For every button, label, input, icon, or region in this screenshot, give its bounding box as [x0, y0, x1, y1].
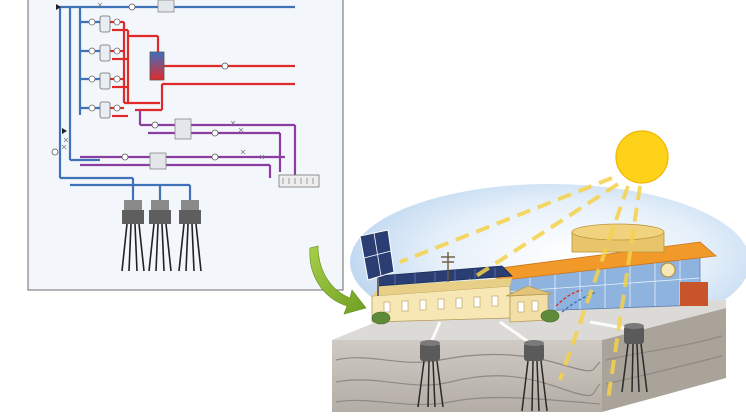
utility-pole	[441, 252, 455, 282]
hall-brick-wall	[680, 282, 708, 306]
building-windows	[383, 295, 539, 313]
cold-supply-lines	[58, 5, 295, 200]
shrubs	[371, 309, 560, 325]
rooftop-solar-panels	[394, 268, 496, 286]
heat-pump-2	[99, 44, 111, 62]
light-ray-4	[606, 185, 642, 401]
light-ray-1	[399, 176, 613, 264]
heat-pump-1	[99, 15, 111, 33]
light-ray-3	[558, 185, 630, 381]
heat-exchangers	[149, 0, 192, 170]
light-rays	[399, 176, 642, 401]
heat-pump-units	[88, 15, 121, 119]
scene-borehole-probes	[417, 323, 648, 412]
light-ray-2	[468, 182, 620, 282]
circulation-pumps	[51, 3, 229, 161]
warm-air-arrows	[555, 289, 597, 313]
heat-exchanger-middle	[174, 118, 192, 140]
main-building	[371, 265, 560, 325]
heat-exchanger-bottom	[149, 152, 167, 170]
hot-water-lines	[108, 20, 295, 118]
schematic-borehole-probes	[121, 200, 202, 272]
scene-probe-1	[417, 340, 444, 408]
valve-markers	[61, 2, 265, 160]
standalone-solar-panel	[359, 229, 395, 296]
brine-lines	[80, 110, 297, 178]
rock-strata	[335, 335, 723, 406]
storage-tank	[149, 51, 165, 81]
collector-manifold	[278, 174, 320, 188]
round-tower	[571, 223, 665, 253]
hall-logo	[660, 262, 676, 278]
hydraulic-schematic-panel	[27, 0, 344, 291]
heat-exchanger-top	[157, 0, 175, 13]
sun	[615, 130, 669, 184]
connection-arrow	[309, 245, 367, 315]
building-scene	[332, 130, 746, 412]
heat-pump-3	[99, 72, 111, 90]
heat-pump-4	[99, 101, 111, 119]
scene-probe-2	[521, 340, 548, 412]
schematic-probe-1	[121, 200, 145, 272]
schematic-probe-2	[148, 200, 172, 272]
scene-probe-3	[621, 323, 648, 393]
schematic-probe-3	[178, 200, 202, 272]
flow-arrows	[56, 4, 67, 134]
